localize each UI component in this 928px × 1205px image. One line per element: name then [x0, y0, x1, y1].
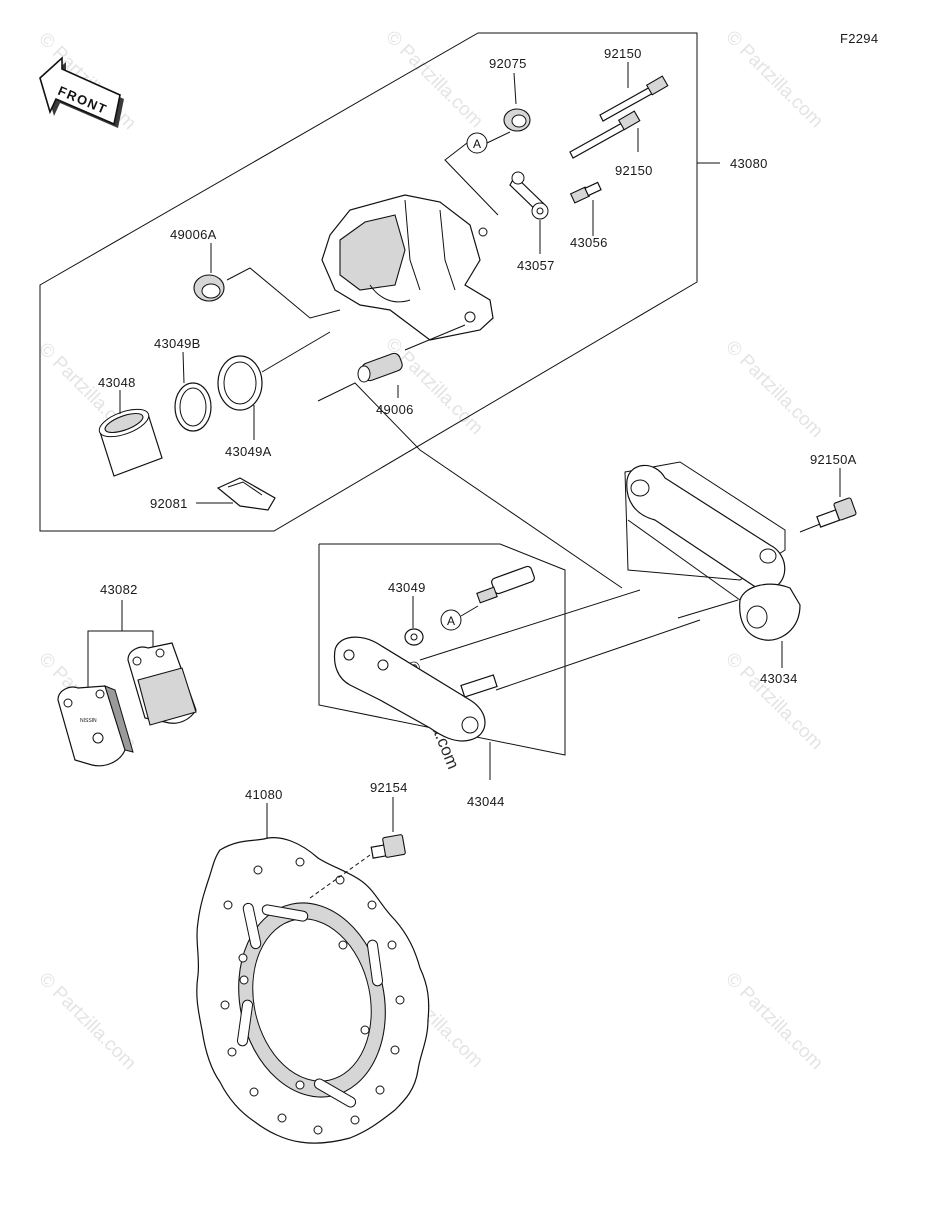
part-label-49006A: 49006A [170, 227, 217, 242]
part-43056-bleeder [569, 181, 602, 204]
part-43049B-seal [174, 382, 212, 432]
part-92150-pin-lower [569, 110, 641, 159]
part-43082-pad-left: NISSIN [57, 685, 134, 767]
front-arrow-icon: FRONT [39, 56, 124, 128]
part-49006-boot [357, 352, 403, 383]
part-92075-seal [503, 108, 531, 132]
part-92154-bolt [370, 834, 406, 859]
watermark: © Partzilla.com [721, 649, 826, 754]
part-label-43048: 43048 [98, 375, 136, 390]
part-43049A-seal [217, 355, 263, 411]
part-label-43057: 43057 [517, 258, 555, 273]
part-label-43044: 43044 [467, 794, 505, 809]
part-label-92154: 92154 [370, 780, 408, 795]
part-label-92075: 92075 [489, 56, 527, 71]
caliper-body [321, 194, 494, 341]
part-label-92150A: 92150A [810, 452, 857, 467]
watermark: © Partzilla.com [381, 334, 486, 439]
bracket-assembly-outline [318, 543, 566, 756]
watermark: © Partzilla.com [721, 337, 826, 442]
ref-marker-a-lower-label: A [447, 614, 455, 628]
part-43034-bracket [624, 461, 801, 641]
part-43049-washer [404, 628, 424, 646]
part-label-43049A: 43049A [225, 444, 272, 459]
part-label-92150-lower: 92150 [615, 163, 653, 178]
figure-code: F2294 [840, 31, 878, 46]
part-label-43080: 43080 [730, 156, 768, 171]
part-49006A-boot [193, 274, 225, 302]
part-92081-clip [216, 477, 276, 511]
slide-pin [476, 565, 535, 604]
part-92150A-bolt [816, 497, 857, 528]
caliper-assembly-outline [39, 32, 698, 532]
part-label-43082: 43082 [100, 582, 138, 597]
svg-text:NISSIN: NISSIN [80, 718, 97, 724]
watermark: © Partzilla.com [721, 969, 826, 1074]
part-label-43049B: 43049B [154, 336, 201, 351]
watermark: © Partzilla.com [721, 27, 826, 132]
part-label-92081: 92081 [150, 496, 188, 511]
part-label-49006: 49006 [376, 402, 414, 417]
part-label-41080: 41080 [245, 787, 283, 802]
part-43082-pad-right [127, 642, 197, 726]
part-92150-pin-upper [599, 75, 669, 122]
part-label-43034: 43034 [760, 671, 798, 686]
ref-marker-a-upper-label: A [473, 137, 481, 151]
part-41080-disc [196, 837, 430, 1144]
part-43057-cap [509, 171, 549, 220]
ref-marker-a-lower [440, 609, 462, 631]
part-label-43049: 43049 [388, 580, 426, 595]
part-43044-plate [333, 636, 498, 742]
part-label-92150-upper: 92150 [604, 46, 642, 61]
part-label-43056: 43056 [570, 235, 608, 250]
watermark: © Partzilla.com [34, 969, 139, 1074]
